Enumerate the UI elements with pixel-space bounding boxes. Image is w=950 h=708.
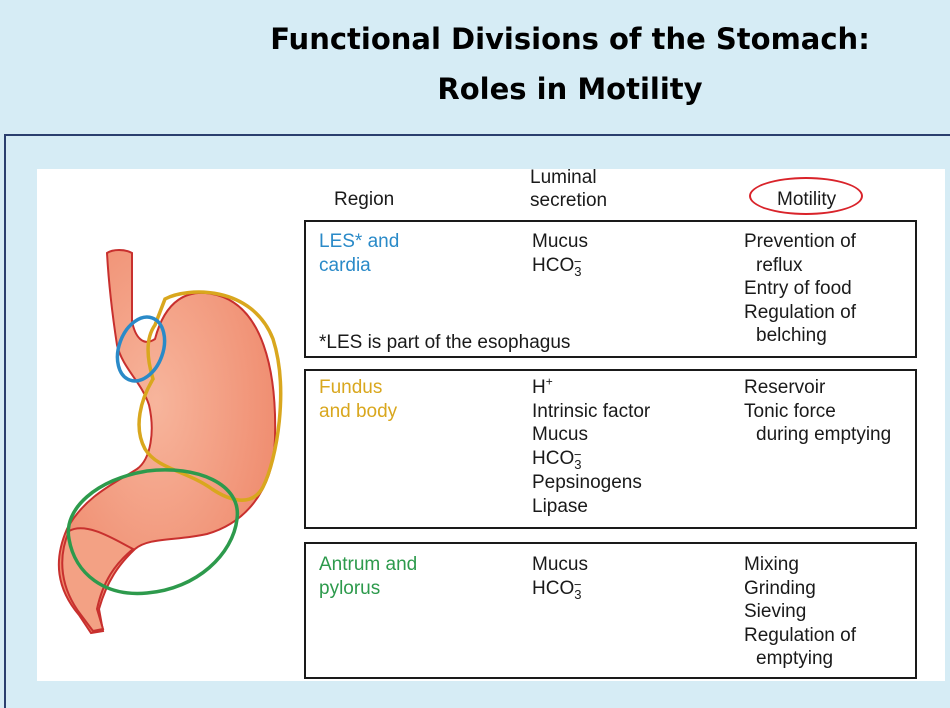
title-line-2: Roles in Motility xyxy=(437,72,703,106)
stomach-shape xyxy=(57,249,277,635)
row-box-antrum-pylorus xyxy=(304,542,917,679)
slide-header: Functional Divisions of the Stomach: Rol… xyxy=(0,0,950,133)
title-line-1: Functional Divisions of the Stomach: xyxy=(270,22,870,56)
fundus-body-outline xyxy=(137,290,283,502)
hco3-label: HCO3− xyxy=(532,446,582,472)
les-footnote: *LES is part of the esophagus xyxy=(319,332,571,353)
motility-list-fundus-body: Reservoir Tonic force during emptying xyxy=(744,377,892,445)
column-header-secretion-line1: Luminal xyxy=(530,167,597,188)
hco3-label: HCO3− xyxy=(532,253,582,279)
region-label-antrum-pylorus: Antrum and pylorus xyxy=(319,554,418,599)
duodenum-shape xyxy=(61,527,135,633)
secretion-list-antrum-pylorus: Mucus HCO3− xyxy=(532,554,588,602)
region-label-fundus-body: Fundus and body xyxy=(319,377,398,422)
row-box-fundus-body xyxy=(304,369,917,529)
h-plus-label: H+ xyxy=(532,374,553,398)
les-cardia-outline xyxy=(115,315,167,383)
motility-highlight-circle xyxy=(749,177,863,215)
column-header-region: Region xyxy=(334,189,395,210)
motility-list-antrum-pylorus: Mixing Grinding Sieving Regulation of em… xyxy=(744,554,856,669)
row-box-les-cardia xyxy=(304,220,917,358)
hco3-label: HCO3− xyxy=(532,576,582,602)
secretion-list-fundus-body: H+ Intrinsic factor Mucus HCO3− Pepsinog… xyxy=(532,374,651,517)
stomach-illustration xyxy=(57,249,283,635)
secretion-list-les-cardia: Mucus HCO3− xyxy=(532,231,588,279)
column-header-secretion-line2: secretion xyxy=(530,190,608,211)
region-label-les-cardia: LES* and cardia xyxy=(319,231,400,276)
antrum-pylorus-outline xyxy=(66,468,239,596)
motility-list-les-cardia: Prevention of reflux Entry of food Regul… xyxy=(744,231,856,346)
